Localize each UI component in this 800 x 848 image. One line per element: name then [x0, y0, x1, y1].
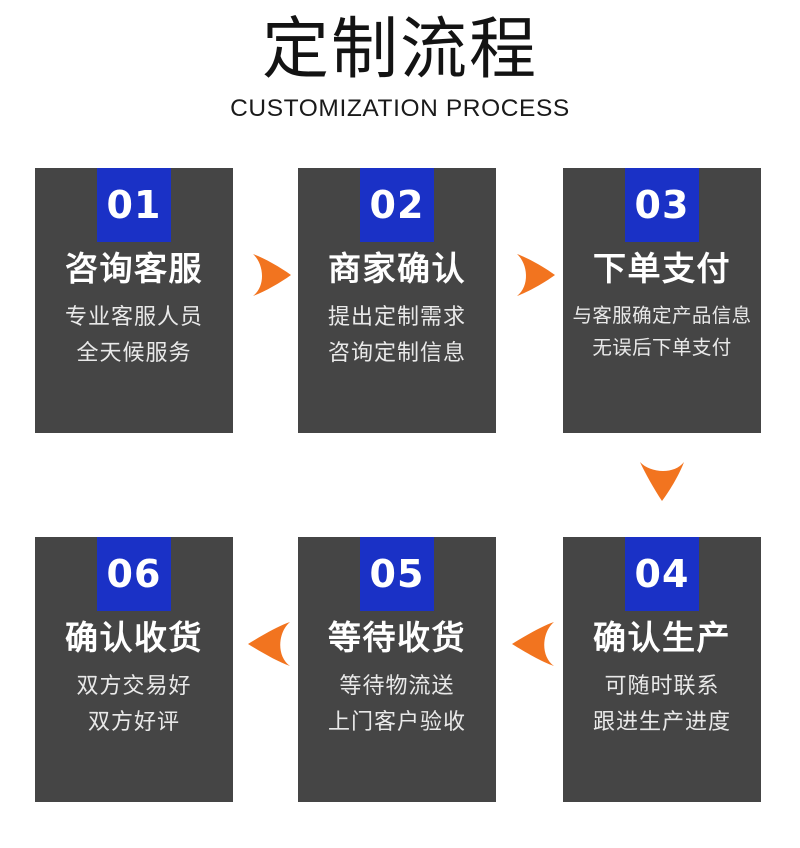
- arrow-step-04-to-05: [509, 620, 557, 668]
- step-description-line: 等待物流送: [339, 674, 455, 699]
- step-number-badge-05: 05: [360, 537, 434, 611]
- step-title-03: 下单支付: [593, 249, 731, 288]
- step-description-line: 与客服确定产品信息: [572, 304, 752, 327]
- step-description-05: 等待物流送 上门客户验收: [298, 669, 496, 740]
- step-title-05: 等待收货: [328, 618, 466, 657]
- step-title-06: 确认收货: [65, 618, 203, 657]
- step-description-03: 与客服确定产品信息 无误后下单支付: [563, 300, 761, 363]
- step-description-line: 专业客服人员: [64, 305, 203, 330]
- step-card-06[interactable]: 06 确认收货 双方交易好 双方好评: [35, 537, 233, 802]
- step-description-line: 提出定制需求: [327, 305, 466, 330]
- arrow-step-05-to-06: [245, 620, 293, 668]
- step-number-badge-01: 01: [97, 168, 171, 242]
- step-card-02[interactable]: 02 商家确认 提出定制需求 咨询定制信息: [298, 168, 496, 433]
- page-header: 定制流程 CUSTOMIZATION PROCESS: [0, 0, 800, 123]
- step-card-05[interactable]: 05 等待收货 等待物流送 上门客户验收: [298, 537, 496, 802]
- step-number-badge-03: 03: [625, 168, 699, 242]
- step-description-line: 跟进生产进度: [592, 709, 731, 735]
- page-subtitle: CUSTOMIZATION PROCESS: [230, 95, 570, 123]
- step-card-03[interactable]: 03 下单支付 与客服确定产品信息 无误后下单支付: [563, 168, 761, 433]
- step-card-01[interactable]: 01 咨询客服 专业客服人员 全天候服务: [35, 168, 233, 433]
- step-card-04[interactable]: 04 确认生产 可随时联系 跟进生产进度: [563, 537, 761, 802]
- page-title: 定制流程: [262, 10, 538, 88]
- step-number-badge-06: 06: [97, 537, 171, 611]
- step-description-line: 全天候服务: [76, 340, 192, 366]
- step-number-badge-02: 02: [360, 168, 434, 242]
- step-number-badge-04: 04: [625, 537, 699, 611]
- step-description-line: 无误后下单支付: [592, 335, 732, 359]
- step-description-line: 可随时联系: [604, 674, 720, 699]
- step-description-line: 上门客户验收: [327, 709, 466, 735]
- step-description-02: 提出定制需求 咨询定制信息: [298, 300, 496, 371]
- arrow-step-01-to-02: [250, 252, 294, 298]
- step-title-04: 确认生产: [593, 618, 731, 657]
- step-description-01: 专业客服人员 全天候服务: [35, 300, 233, 371]
- step-description-04: 可随时联系 跟进生产进度: [563, 669, 761, 740]
- arrow-step-02-to-03: [514, 252, 558, 298]
- step-description-06: 双方交易好 双方好评: [35, 669, 233, 740]
- step-description-line: 双方好评: [87, 709, 180, 735]
- step-title-01: 咨询客服: [65, 249, 203, 288]
- step-title-02: 商家确认: [328, 249, 466, 288]
- step-description-line: 双方交易好: [76, 674, 192, 699]
- step-description-line: 咨询定制信息: [327, 340, 466, 366]
- arrow-step-03-to-04: [638, 459, 686, 505]
